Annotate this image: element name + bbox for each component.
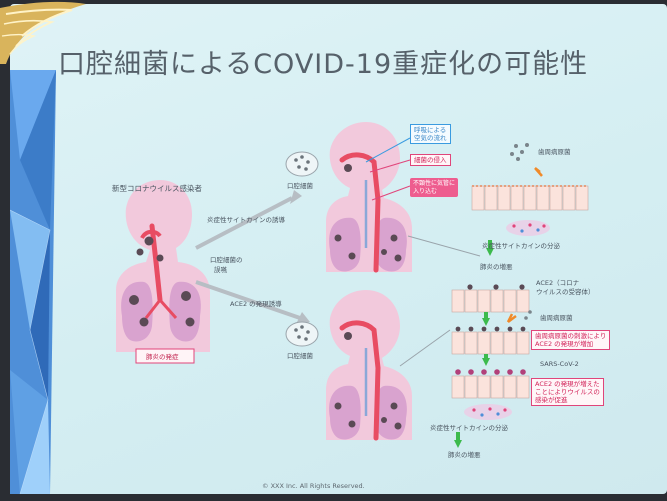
oral-bacteria-label-top: 口腔細菌 [287,182,313,190]
trachea-entry-line-1: 不顕性に気管に [413,180,456,187]
cytokine-secretion-label-bottom: 炎症性サイトカインの分泌 [430,424,508,432]
ace2-increase-line-1: 歯周病原菌の刺激により [535,332,607,340]
top-head-illustration [326,122,412,273]
infection-promoted-line-2: ことによりウイルスの [535,388,600,396]
wing-logo [0,1,86,64]
infection-promoted-callout: ACE2 の発現が増えた ことによりウイルスの 感染が促進 [531,378,604,406]
bottom-cell-stack [451,284,532,420]
ace2-receptor-line-2: ウイルスの受容体） [536,288,595,296]
pneumonia-worsening-label-bottom: 肺炎の増悪 [448,451,481,459]
pneumonia-onset-label: 肺炎の発症 [146,353,179,361]
trachea-entry-line-2: 入り込む [413,187,438,195]
bottom-head-illustration [326,290,412,441]
airflow-line-2: 空気の流れ [414,134,447,142]
ace2-induction-label: ACE2 の発現誘導 [230,300,282,308]
slide-title: 口腔細菌によるCOVID-19重症化の可能性 [58,49,589,80]
ace2-receptor-label: ACE2（コロナ ウイルスの受容体） [536,279,595,297]
periodontal-pathogen-label-bottom: 歯周病原菌 [540,314,573,322]
aspiration-label-2: 誤嚥 [214,266,227,274]
airflow-callout: 呼吸による 空気の流れ [410,124,451,144]
ace2-increase-line-2: ACE2 の発現が増加 [535,340,594,348]
infected-person-label: 新型コロナウイルス感染者 [112,184,202,193]
ace2-increase-callout: 歯周病原菌の刺激により ACE2 の発現が増加 [531,330,611,350]
infection-promoted-line-1: ACE2 の発現が増えた [535,380,600,388]
aspiration-label-1: 口腔細菌の [210,256,243,264]
trachea-entry-callout: 不顕性に気管に 入り込む [410,178,459,197]
periodontal-pathogen-label-top: 歯周病原菌 [538,148,571,156]
pneumonia-worsening-label-top: 肺炎の増悪 [480,263,513,271]
oral-bacteria-label-bottom: 口腔細菌 [287,352,313,360]
cytokine-secretion-label-top: 炎症性サイトカインの分泌 [482,242,560,250]
airflow-line-1: 呼吸による [414,126,447,134]
cytokine-induction-label: 炎症性サイトカインの誘導 [207,216,285,224]
bacteria-invasion-callout: 細菌の侵入 [410,154,451,166]
ace2-receptor-line-1: ACE2（コロナ [536,279,580,287]
top-cell-layer [471,143,589,256]
polygon-decoration [10,70,56,494]
left-person-illustration [116,180,210,352]
infection-promoted-line-3: 感染が促進 [535,396,568,404]
copyright-footer: © XXX Inc. All Rights Reserved. [262,482,365,490]
sars-cov-2-label: SARS-CoV-2 [540,360,579,368]
